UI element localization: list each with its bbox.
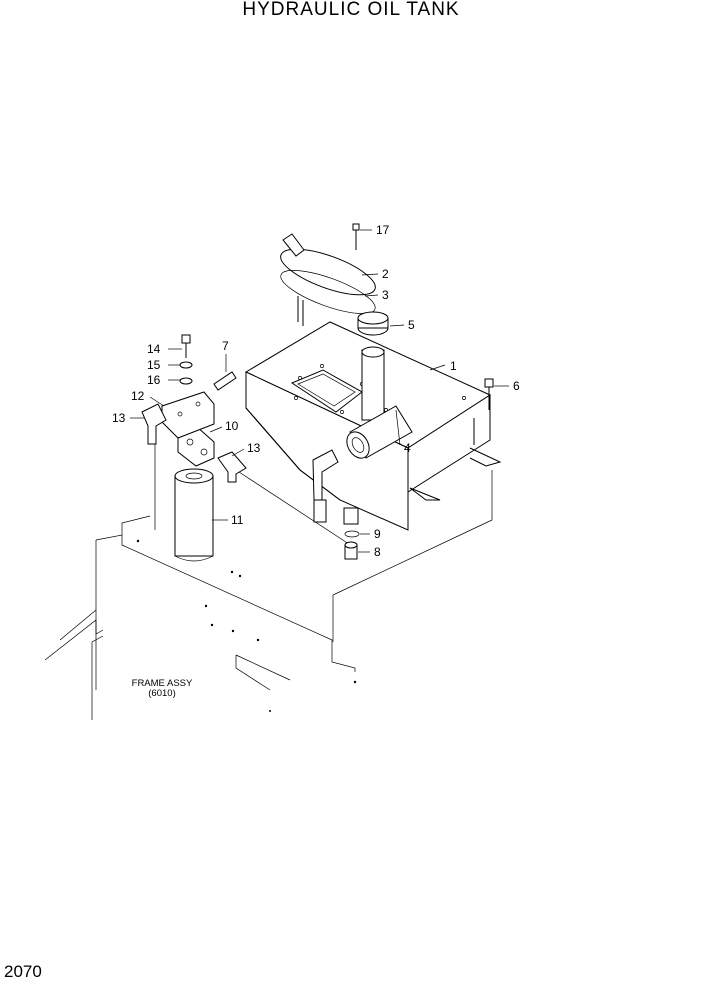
breather-cap xyxy=(357,311,389,336)
bracket-12 xyxy=(161,391,215,439)
frame-assembly: FRAME ASSY (6010) xyxy=(44,440,493,720)
callout-11: 11 xyxy=(231,513,244,527)
drain-plug xyxy=(344,530,360,560)
callout-leaders xyxy=(130,229,509,553)
callout-16: 16 xyxy=(147,373,161,387)
bolt-14 xyxy=(181,334,191,358)
callout-7: 7 xyxy=(222,339,229,353)
callout-3: 3 xyxy=(382,288,389,302)
callout-15: 15 xyxy=(147,358,161,372)
callout-6: 6 xyxy=(513,379,520,393)
page-number: 2070 xyxy=(4,962,42,981)
bolt-17 xyxy=(352,223,360,250)
elbow-fitting-left xyxy=(141,403,167,445)
callout-4: 4 xyxy=(404,441,411,455)
washer-15 xyxy=(179,361,193,369)
cover-plate xyxy=(280,233,376,326)
callout-5: 5 xyxy=(408,318,415,332)
callout-12: 12 xyxy=(131,389,145,403)
callout-13-right: 13 xyxy=(247,441,261,455)
filter-cartridge xyxy=(174,468,214,562)
callout-14: 14 xyxy=(147,342,161,356)
frame-reference: (6010) xyxy=(148,688,175,699)
return-filter xyxy=(346,405,413,459)
callout-17: 17 xyxy=(376,223,390,237)
fitting-7 xyxy=(213,371,237,391)
callout-numbers: 1 2 3 4 5 6 7 8 9 10 11 12 13 13 14 15 1… xyxy=(112,223,520,559)
hydraulic-tank xyxy=(244,321,502,531)
elbow-fitting-right xyxy=(217,451,247,483)
callout-13-left: 13 xyxy=(112,411,126,425)
bolt-6 xyxy=(484,378,494,410)
callout-8: 8 xyxy=(374,545,381,559)
frame-label: FRAME ASSY xyxy=(132,678,193,689)
page-title: HYDRAULIC OIL TANK xyxy=(242,0,460,20)
callout-10: 10 xyxy=(225,419,239,433)
washer-16 xyxy=(179,377,193,385)
callout-1: 1 xyxy=(450,359,457,373)
callout-9: 9 xyxy=(374,527,381,541)
callout-2: 2 xyxy=(382,267,389,281)
